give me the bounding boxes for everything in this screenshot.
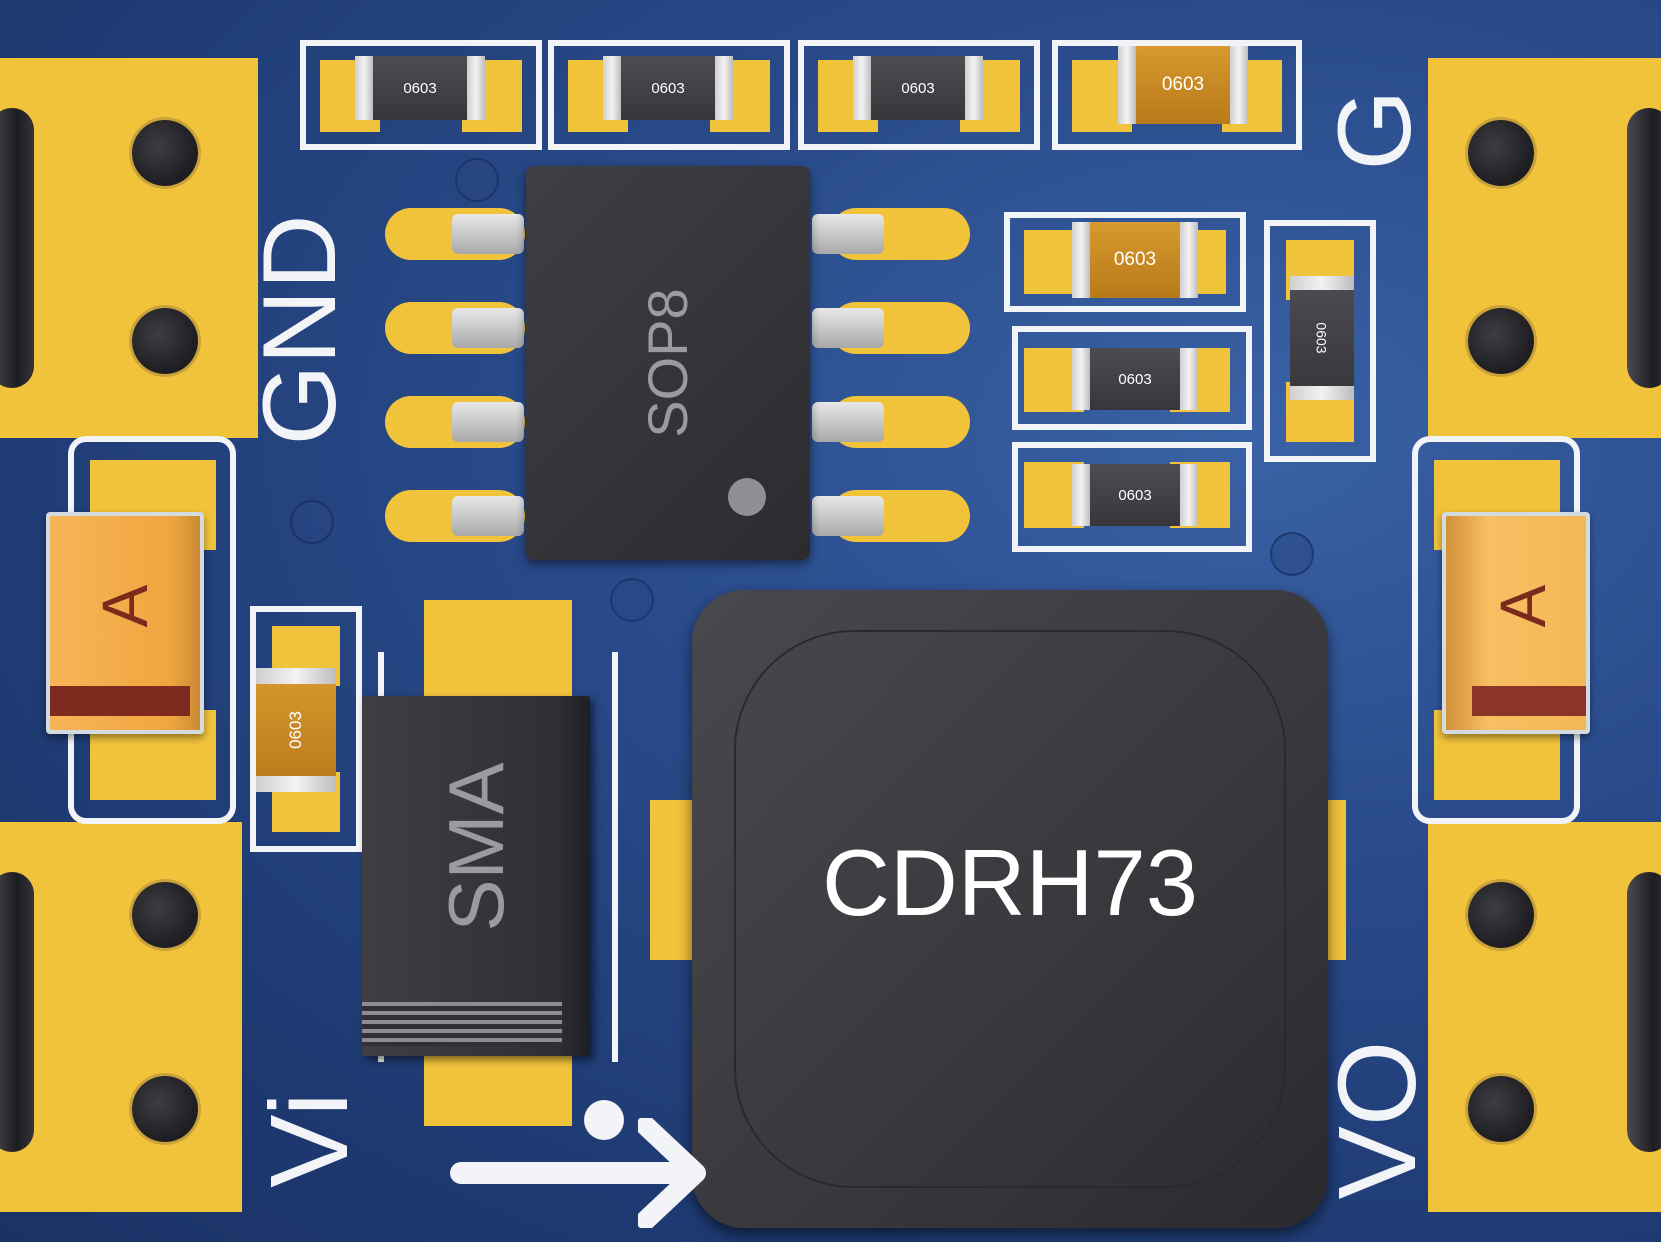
- terminal-slot-vi: [0, 872, 34, 1152]
- silk-outline-r3: [798, 40, 1040, 150]
- terminal-pad-vi: [0, 822, 242, 1212]
- mount-hole: [132, 308, 198, 374]
- resistor-r2: 0603: [603, 56, 733, 120]
- resistor-label: 0603: [901, 79, 935, 97]
- silk-outline-r6: [1264, 220, 1376, 462]
- mount-hole: [1468, 308, 1534, 374]
- silk-dot: [584, 1100, 624, 1140]
- resistor-r6: 0603: [1290, 276, 1354, 400]
- ic-pin1-dot: [728, 478, 766, 516]
- via: [290, 500, 334, 544]
- silk-outline-c1: [1052, 40, 1302, 150]
- capacitor-c2: 0603: [1072, 222, 1198, 298]
- resistor-r5: 0603: [1072, 464, 1198, 526]
- via: [455, 158, 499, 202]
- terminal-pad-g: [1428, 58, 1661, 438]
- silk-outline-r2: [548, 40, 790, 150]
- terminal-pad-gnd: [0, 58, 258, 438]
- ic-pin: [812, 214, 884, 254]
- ic-sop8-label: SOP8: [636, 288, 699, 438]
- resistor-r4: 0603: [1072, 348, 1198, 410]
- capacitor-polarity-label: A: [1487, 584, 1559, 628]
- pad: [424, 600, 572, 696]
- inductor-core-outline: [734, 630, 1286, 1188]
- resistor-label: 0603: [403, 79, 437, 97]
- tantalum-capacitor-right: A: [1442, 512, 1590, 734]
- diode-sma-body: SMA: [362, 696, 590, 1056]
- capacitor-polarity-band: [1472, 686, 1586, 716]
- resistor-label: 0603: [1118, 486, 1152, 504]
- terminal-pad-vo: [1428, 822, 1661, 1212]
- terminal-slot-gnd: [0, 108, 34, 388]
- capacitor-polarity-band: [50, 686, 190, 716]
- mount-hole: [132, 120, 198, 186]
- ic-sop8-body: SOP8: [526, 166, 810, 560]
- resistor-label: 0603: [1118, 370, 1152, 388]
- resistor-label: 0603: [651, 79, 685, 97]
- resistor-label: 0603: [1314, 322, 1330, 354]
- mount-hole: [1468, 882, 1534, 948]
- via: [610, 578, 654, 622]
- flow-arrow-shaft: [450, 1162, 686, 1184]
- capacitor-c3: 0603: [256, 668, 336, 792]
- terminal-slot-vo: [1627, 872, 1661, 1152]
- silk-outline-r1: [300, 40, 542, 150]
- inductor-cdrh73-label: CDRH73: [821, 830, 1199, 936]
- inductor-cdrh73-body: CDRH73: [692, 590, 1328, 1228]
- mount-hole: [1468, 1076, 1534, 1142]
- capacitor-polarity-label: A: [89, 584, 161, 628]
- mount-hole: [132, 882, 198, 948]
- diode-cathode-band: [362, 1002, 562, 1046]
- flow-arrow-icon: [638, 1118, 706, 1228]
- ic-pin: [812, 402, 884, 442]
- ic-pin: [812, 308, 884, 348]
- via: [1270, 532, 1314, 576]
- diode-sma-label: SMA: [432, 762, 520, 932]
- label-g: G: [1317, 89, 1433, 171]
- silk-outline-r5: [1012, 442, 1252, 552]
- silk-outline-r4: [1012, 326, 1252, 430]
- tantalum-capacitor-left: A: [46, 512, 204, 734]
- terminal-slot-g: [1627, 108, 1661, 388]
- capacitor-label: 0603: [1161, 74, 1205, 95]
- label-vi: Vi: [248, 1092, 371, 1188]
- capacitor-label: 0603: [285, 711, 305, 749]
- ic-pin: [452, 214, 524, 254]
- capacitor-c1: 0603: [1118, 46, 1248, 124]
- label-vo: VO: [1316, 1040, 1439, 1200]
- resistor-r1: 0603: [355, 56, 485, 120]
- ic-pin: [812, 496, 884, 536]
- ic-pin: [452, 308, 524, 348]
- silk-outline-c3: [250, 606, 362, 852]
- label-gnd: GND: [242, 214, 358, 446]
- ic-pin: [452, 402, 524, 442]
- mount-hole: [132, 1076, 198, 1142]
- resistor-r3: 0603: [853, 56, 983, 120]
- ic-pin: [452, 496, 524, 536]
- silk-outline-c2: [1004, 212, 1246, 312]
- mount-hole: [1468, 120, 1534, 186]
- capacitor-label: 0603: [1113, 249, 1157, 270]
